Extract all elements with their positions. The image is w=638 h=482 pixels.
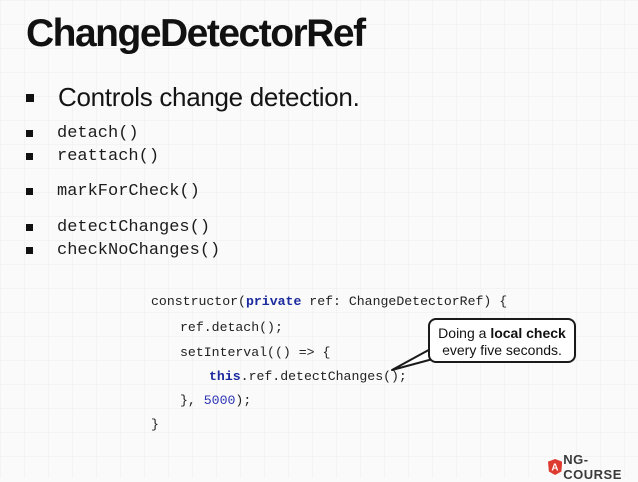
- svg-text:A: A: [551, 463, 559, 474]
- bullet-square-icon: [26, 188, 33, 195]
- method-item: markForCheck(): [26, 182, 200, 201]
- angular-shield-icon: A: [548, 458, 563, 476]
- method-item: checkNoChanges(): [26, 241, 220, 260]
- method-label: detectChanges(): [57, 218, 211, 237]
- code-line: this.ref.detectChanges();: [209, 369, 407, 384]
- code-line: ref.detach();: [180, 320, 283, 335]
- code-line: }: [151, 417, 159, 432]
- code-line: setInterval(() => {: [180, 345, 331, 360]
- code-line: }, 5000);: [180, 393, 252, 408]
- method-item: detach(): [26, 124, 139, 143]
- bullet-square-icon: [26, 93, 34, 102]
- lead-bullet: Controls change detection.: [26, 82, 360, 113]
- code-line: constructor(private ref: ChangeDetectorR…: [151, 294, 508, 309]
- method-label: reattach(): [57, 147, 160, 166]
- method-label: checkNoChanges(): [57, 241, 221, 260]
- lead-text: Controls change detection.: [58, 82, 360, 112]
- method-item: reattach(): [26, 147, 159, 166]
- method-label: markForCheck(): [57, 182, 200, 201]
- bullet-square-icon: [26, 247, 33, 254]
- page-title: ChangeDetectorRef: [26, 12, 366, 55]
- bullet-square-icon: [26, 224, 33, 231]
- callout-bubble: Doing a local check every five seconds.: [428, 318, 576, 363]
- bullet-square-icon: [26, 153, 33, 160]
- method-label: detach(): [57, 124, 139, 143]
- method-item: detectChanges(): [26, 218, 210, 237]
- bullet-square-icon: [26, 130, 33, 137]
- callout-emphasis: local check: [490, 325, 566, 341]
